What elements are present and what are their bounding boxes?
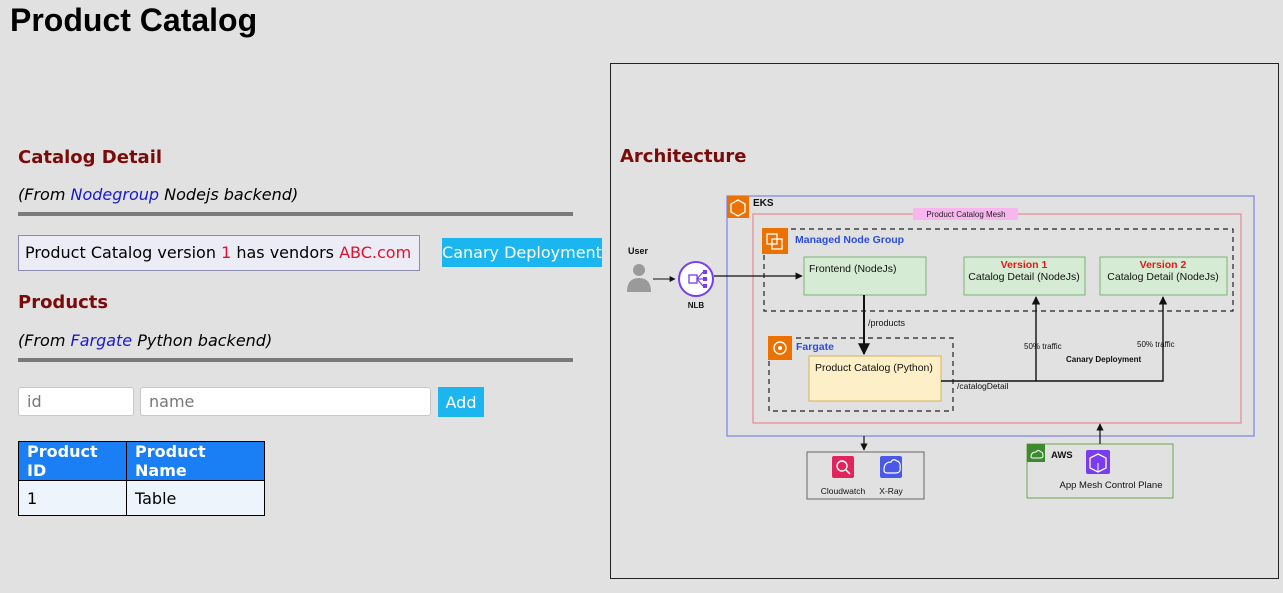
eks-boundary	[726, 195, 1255, 437]
frontend-service-box	[803, 256, 927, 296]
user-icon	[627, 264, 651, 292]
catalog-detail-path-label: /catalogDetail	[957, 381, 1009, 391]
nlb-icon	[678, 261, 714, 297]
add-product-button[interactable]: Add	[438, 387, 484, 417]
version-info-box: Product Catalog version 1 has vendors AB…	[18, 235, 420, 271]
fargate-icon	[768, 336, 792, 360]
catalog-detail-source: (From Nodegroup Nodejs backend)	[18, 185, 298, 204]
vendor-name: ABC.com	[339, 243, 412, 262]
version-number: 1	[221, 243, 232, 262]
frontend-label: Frontend (NodeJs)	[809, 263, 897, 275]
node-group-icon	[762, 228, 788, 254]
architecture-panel: Architecture EKS Product Catalog Mesh Ma…	[610, 63, 1279, 579]
products-path-label: /products	[868, 318, 906, 328]
version1-title: Version 1	[1001, 259, 1048, 271]
aws-label: AWS	[1051, 450, 1073, 461]
cloudwatch-label: Cloudwatch	[821, 486, 866, 496]
products-source: (From Fargate Python backend)	[18, 331, 272, 350]
catalog-detail-heading: Catalog Detail	[18, 147, 163, 168]
cloudwatch-icon	[832, 456, 854, 478]
source-prefix: (From	[18, 185, 71, 204]
canary-deployment-button[interactable]: Canary Deployment	[442, 238, 602, 267]
fargate-label: Fargate	[796, 341, 834, 353]
managed-node-group-boundary	[763, 228, 1234, 312]
mesh-label: Product Catalog Mesh	[926, 210, 1005, 219]
architecture-diagram: EKS Product Catalog Mesh Managed Node Gr…	[627, 195, 1255, 500]
nodegroup-highlight: Nodegroup	[70, 185, 160, 204]
column-header-product-id: Product ID	[18, 441, 127, 481]
app-mesh-icon	[1086, 450, 1110, 474]
product-name-input[interactable]	[140, 387, 431, 416]
version2-service-box	[1099, 256, 1228, 296]
xray-icon	[880, 456, 902, 478]
products-table: Product ID Product Name 1 Table	[18, 441, 265, 516]
mesh-label-bg	[913, 208, 1018, 220]
table-header-row: Product ID Product Name	[18, 441, 265, 481]
product-name-cell: Table	[126, 480, 265, 516]
version-text: Product Catalog version	[25, 243, 222, 262]
vendor-text: has vendors	[231, 243, 340, 262]
column-header-product-name: Product Name	[126, 441, 265, 481]
version1-subtitle: Catalog Detail (NodeJs)	[968, 271, 1079, 283]
eks-label: EKS	[753, 198, 774, 209]
traffic-label-1: 50% traffic	[1024, 342, 1062, 351]
table-row: 1 Table	[18, 480, 265, 516]
architecture-heading: Architecture	[620, 146, 747, 167]
fargate-highlight: Fargate	[70, 331, 133, 350]
catalog-detail-divider	[18, 212, 573, 216]
eks-icon	[727, 196, 749, 218]
products-heading: Products	[18, 292, 109, 313]
source-prefix: (From	[18, 331, 71, 350]
app-mesh-label: App Mesh Control Plane	[1060, 480, 1163, 491]
version1-service-box	[963, 256, 1086, 296]
product-id-input[interactable]	[18, 387, 134, 416]
page-title: Product Catalog	[10, 2, 258, 38]
product-id-cell: 1	[18, 480, 127, 516]
source-suffix: Python backend)	[132, 331, 273, 350]
nlb-label: NLB	[688, 301, 705, 310]
xray-label: X-Ray	[879, 486, 903, 496]
source-suffix: Nodejs backend)	[159, 185, 299, 204]
managed-node-group-label: Managed Node Group	[795, 234, 904, 246]
user-label: User	[628, 246, 649, 256]
product-catalog-label: Product Catalog (Python)	[815, 362, 933, 374]
observability-box	[806, 451, 925, 500]
version2-subtitle: Catalog Detail (NodeJs)	[1107, 271, 1218, 283]
traffic-label-2: 50% traffic	[1137, 340, 1175, 349]
version2-title: Version 2	[1140, 259, 1187, 271]
fargate-boundary	[768, 337, 954, 412]
products-divider	[18, 358, 573, 362]
canary-deployment-label: Canary Deployment	[1066, 355, 1141, 364]
route-to-version2	[941, 296, 1168, 382]
aws-cloud-icon	[1027, 444, 1045, 462]
product-catalog-service-box	[808, 355, 942, 402]
